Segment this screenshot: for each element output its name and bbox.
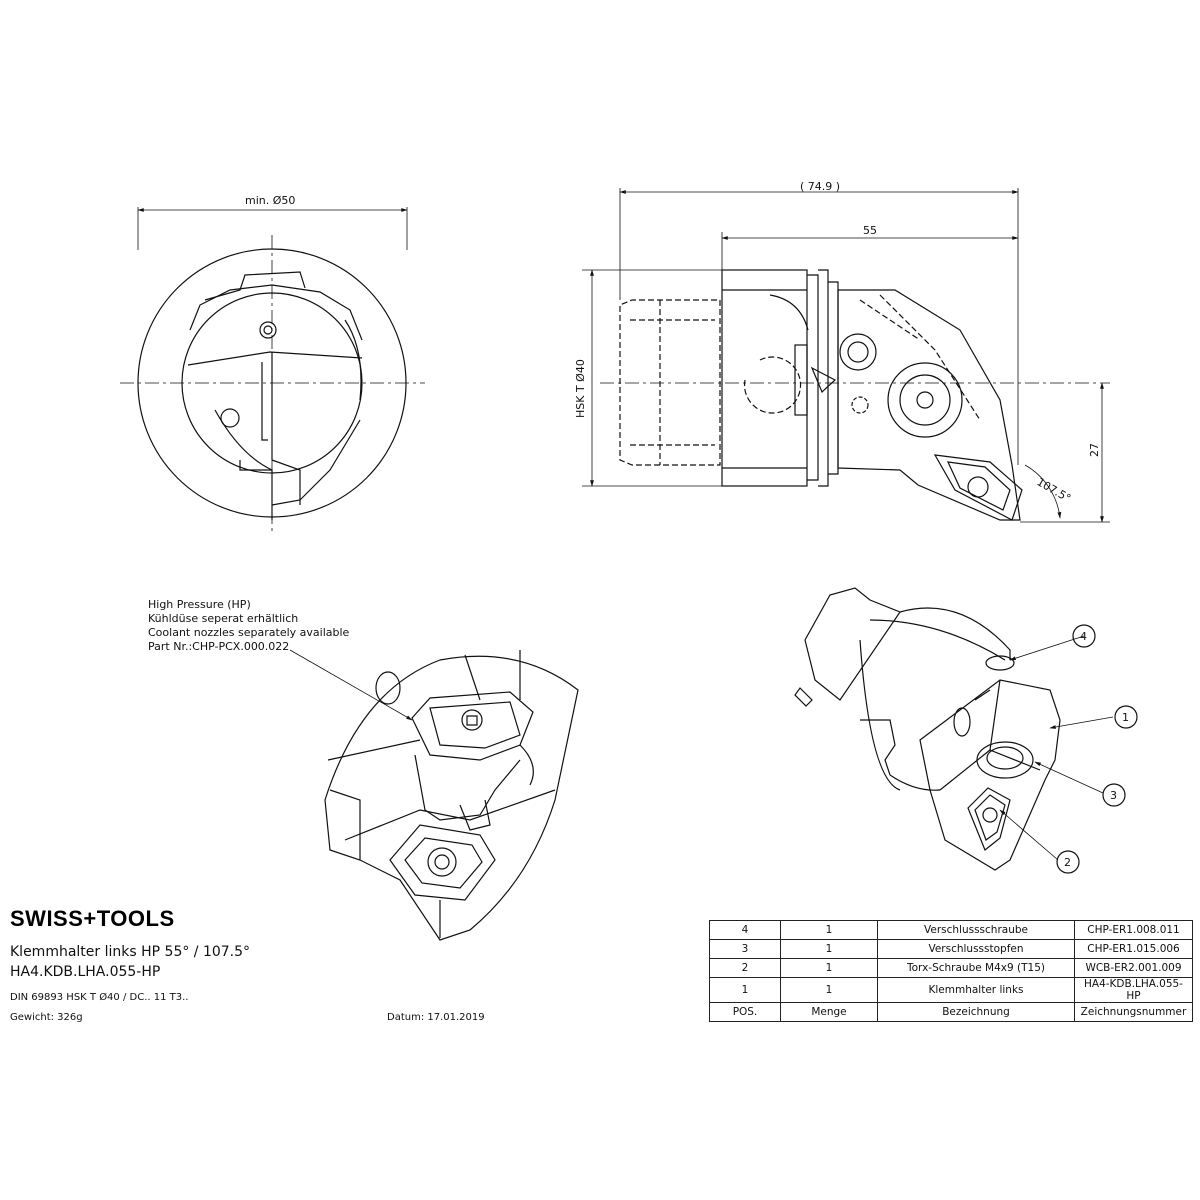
table-cell: Klemmhalter links xyxy=(877,977,1075,1003)
dim-length-55: 55 xyxy=(863,224,877,237)
coolant-note: High Pressure (HP) Kühldüse seperat erhä… xyxy=(148,598,350,653)
table-cell: 3 xyxy=(709,939,781,959)
front-view xyxy=(120,207,425,532)
table-row: 3 1 Verschlussstopfen CHP-ER1.015.006 xyxy=(709,939,1193,959)
note-line-1: High Pressure (HP) xyxy=(148,598,251,611)
table-cell: CHP-ER1.015.006 xyxy=(1074,939,1193,959)
table-cell: Verschlussstopfen xyxy=(877,939,1075,959)
note-line-3: Coolant nozzles separately available xyxy=(148,626,350,639)
note-line-4: Part Nr.:CHP-PCX.000.022 xyxy=(148,640,289,653)
part-title: Klemmhalter links HP 55° / 107.5° xyxy=(10,944,251,960)
iso-view xyxy=(794,587,1138,874)
table-header-cell: Zeichnungsnummer xyxy=(1074,1002,1193,1022)
table-cell: Torx-Schraube M4x9 (T15) xyxy=(877,958,1075,978)
note-line-2: Kühldüse seperat erhältlich xyxy=(148,612,298,625)
side-view xyxy=(582,188,1110,523)
table-cell: 1 xyxy=(780,920,878,940)
table-cell: HA4-KDB.LHA.055-HP xyxy=(1074,977,1193,1003)
table-cell: 4 xyxy=(709,920,781,940)
dim-overall-length: ( 74.9 ) xyxy=(800,180,840,193)
table-header-cell: Bezeichnung xyxy=(877,1002,1075,1022)
table-cell: 1 xyxy=(709,977,781,1003)
dim-hsk: HSK T Ø40 xyxy=(574,359,587,418)
table-cell: 2 xyxy=(709,958,781,978)
table-cell: 1 xyxy=(780,977,878,1003)
table-row: 4 1 Verschlussschraube CHP-ER1.008.011 xyxy=(709,920,1193,940)
table-header-row: POS. Menge Bezeichnung Zeichnungsnummer xyxy=(709,1002,1193,1022)
table-row: 2 1 Torx-Schraube M4x9 (T15) WCB-ER2.001… xyxy=(709,958,1193,978)
detail-view xyxy=(289,649,579,941)
callout-3: 3 xyxy=(1110,789,1117,802)
callout-4: 4 xyxy=(1080,630,1087,643)
table-header-cell: POS. xyxy=(709,1002,781,1022)
table-cell: 1 xyxy=(780,939,878,959)
brand-logo: SWISS+TOOLS xyxy=(10,906,175,931)
dim-angle: 107.5° xyxy=(1035,475,1074,505)
drawing-date: Datum: 17.01.2019 xyxy=(387,1012,485,1023)
callout-2: 2 xyxy=(1064,856,1071,869)
table-row: 1 1 Klemmhalter links HA4-KDB.LHA.055-HP xyxy=(709,977,1193,1003)
table-cell: 1 xyxy=(780,958,878,978)
table-cell: CHP-ER1.008.011 xyxy=(1074,920,1193,940)
table-cell: Verschlussschraube xyxy=(877,920,1075,940)
part-weight: Gewicht: 326g xyxy=(10,1012,83,1023)
part-code: HA4.KDB.LHA.055-HP xyxy=(10,964,161,980)
callout-1: 1 xyxy=(1122,711,1129,724)
part-standard: DIN 69893 HSK T Ø40 / DC.. 11 T3.. xyxy=(10,992,189,1003)
table-header-cell: Menge xyxy=(780,1002,878,1022)
dim-offset-27: 27 xyxy=(1088,443,1101,457)
dim-diameter-min: min. Ø50 xyxy=(245,194,295,207)
table-cell: WCB-ER2.001.009 xyxy=(1074,958,1193,978)
parts-list-table: 4 1 Verschlussschraube CHP-ER1.008.011 3… xyxy=(709,920,1193,1022)
